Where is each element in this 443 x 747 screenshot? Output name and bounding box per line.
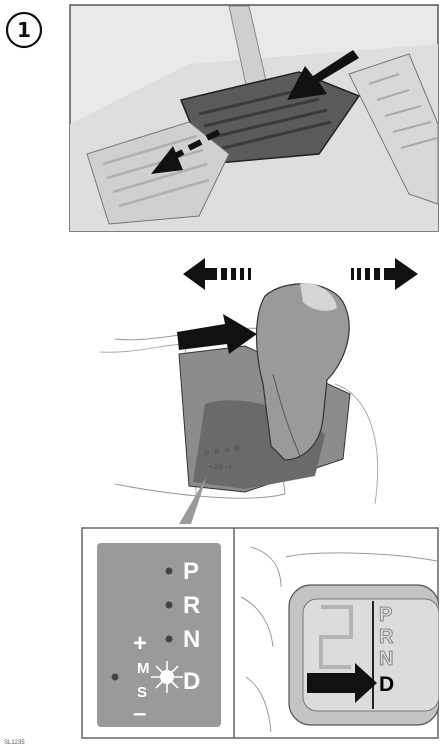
shifter-label-r: R <box>215 450 220 456</box>
display-position-n: N <box>379 648 393 670</box>
display-position-p: P <box>379 604 392 626</box>
pedals-panel <box>69 4 439 232</box>
detail-panel: P R N D + M S – <box>81 527 439 739</box>
reference-code: SL1235 <box>4 736 44 746</box>
gate-s-label: S <box>137 684 147 701</box>
display-position-r: R <box>379 626 394 648</box>
gate-position-r: R <box>183 592 200 619</box>
gate-position-n: N <box>183 626 200 653</box>
step-number-badge: 1 <box>4 10 44 50</box>
gate-indicator: P R N D + M S – <box>97 543 221 727</box>
shifter-label-n: N <box>225 448 229 454</box>
shifter-label-p: P <box>205 452 209 458</box>
gate-plus-label: + <box>133 630 147 657</box>
gate-position-p: P <box>183 558 199 585</box>
move-left-arrow <box>183 258 251 290</box>
gate-m-label: M <box>137 660 150 677</box>
shifter-label-d: D <box>235 446 240 452</box>
shifter-illustration: P R N D + 2/S – I <box>95 244 435 524</box>
gate-position-d: D <box>183 668 200 695</box>
step-number: 1 <box>17 18 31 42</box>
gate-minus-label: – <box>133 700 146 727</box>
display-active-gear: D <box>379 673 394 696</box>
shifter-lower-labels: + 2/S – I <box>209 465 232 471</box>
move-right-arrow <box>351 258 418 290</box>
reference-code-text: SL1235 <box>4 740 25 746</box>
